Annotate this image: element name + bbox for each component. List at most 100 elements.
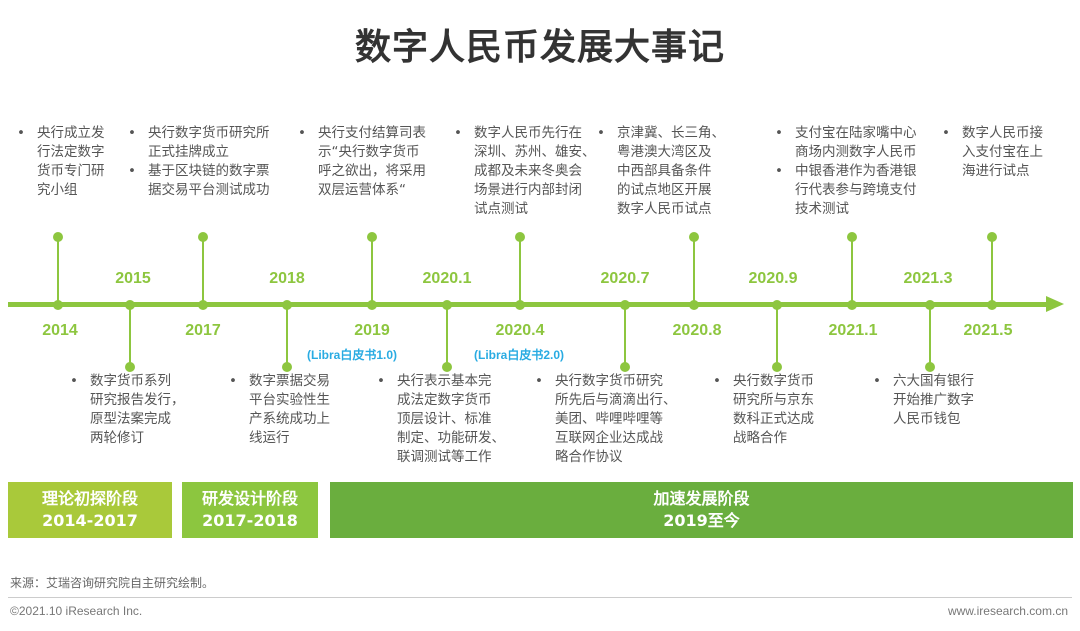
event-text-line: 原型法案完成 bbox=[90, 411, 171, 427]
axis-node bbox=[689, 300, 699, 310]
date-label: 2014 bbox=[42, 322, 78, 339]
event-text-line: 数字人民币先行在 bbox=[474, 125, 582, 141]
stage-period: 2019至今 bbox=[663, 511, 740, 530]
axis-node bbox=[987, 300, 997, 310]
event-text-line: 研究报告发行， bbox=[90, 392, 185, 408]
bullet-icon: • bbox=[128, 125, 136, 141]
event-text-line: 场景进行内部封闭 bbox=[474, 182, 582, 198]
stage-period: 2017-2018 bbox=[202, 511, 298, 530]
bullet-icon: • bbox=[535, 373, 543, 389]
stage-period: 2014-2017 bbox=[42, 511, 138, 530]
event-text-line: 产系统成功上 bbox=[249, 411, 330, 427]
event-text-line: 互联网企业达成战 bbox=[555, 430, 663, 446]
event-text-line: 开始推广数字 bbox=[893, 392, 974, 408]
stage-name: 加速发展阶段 bbox=[653, 489, 750, 508]
event-text-line: 线运行 bbox=[249, 430, 290, 446]
date-label: 2021.5 bbox=[963, 322, 1013, 339]
event-stem bbox=[693, 237, 695, 305]
event-item: •六大国有银行开始推广数字人民币钱包 bbox=[873, 372, 974, 429]
top-event: •央行支付结算司表示“央行数字货币呼之欲出，将采用双层运营体系“ bbox=[298, 124, 426, 200]
event-text-line: 人民币钱包 bbox=[893, 411, 961, 427]
top-event: •支付宝在陆家嘴中心商场内测数字人民币•中银香港作为香港银行代表参与跨境支付技术… bbox=[775, 124, 917, 219]
top-event: •数字人民币接入支付宝在上海进行试点 bbox=[942, 124, 1043, 181]
event-text-line: 商场内测数字人民币 bbox=[795, 144, 917, 160]
axis-node bbox=[198, 300, 208, 310]
date-label: 2017 bbox=[185, 322, 221, 339]
bullet-icon: • bbox=[597, 125, 605, 141]
event-text-line: 中银香港作为香港银 bbox=[795, 163, 917, 179]
event-item: •数字人民币先行在深圳、苏州、雄安、成都及未来冬奥会场景进行内部封闭试点测试 bbox=[454, 124, 596, 219]
event-stem bbox=[929, 305, 931, 367]
stage-name: 理论初探阶段 bbox=[41, 489, 138, 508]
event-text-line: 平台实验性生 bbox=[249, 392, 330, 408]
event-text-line: 双层运营体系“ bbox=[318, 182, 406, 198]
event-dot bbox=[198, 232, 208, 242]
date-label: 2018 bbox=[269, 270, 305, 287]
event-text-line: 基于区块链的数字票 bbox=[148, 163, 270, 179]
event-text-line: 央行数字货币 bbox=[733, 373, 814, 389]
axis-node bbox=[515, 300, 525, 310]
event-text-line: 顶层设计、标准 bbox=[397, 411, 492, 427]
bottom-event: •六大国有银行开始推广数字人民币钱包 bbox=[873, 372, 974, 429]
date-label: 2020.1 bbox=[422, 270, 472, 287]
event-text-line: 央行表示基本完 bbox=[397, 373, 492, 389]
date-label: 2020.4 bbox=[495, 322, 545, 339]
event-item: •支付宝在陆家嘴中心商场内测数字人民币 bbox=[775, 124, 917, 162]
timeline-arrow-icon bbox=[1046, 296, 1064, 312]
event-stem bbox=[851, 237, 853, 305]
page-title: 数字人民币发展大事记 bbox=[354, 27, 725, 68]
date-label: 2020.8 bbox=[672, 322, 722, 339]
axis-node bbox=[772, 300, 782, 310]
event-text-line: 战略合作 bbox=[733, 430, 787, 446]
event-dot bbox=[847, 232, 857, 242]
event-text-line: 究小组 bbox=[37, 182, 78, 198]
event-dot bbox=[515, 232, 525, 242]
top-event: •央行数字货币研究所正式挂牌成立• 基于区块链的数字票据交易平台测试成功 bbox=[128, 124, 270, 200]
event-text-line: 中西部具备条件 bbox=[617, 163, 712, 179]
event-item: •数字货币系列研究报告发行，原型法案完成两轮修订 bbox=[70, 372, 185, 448]
stage-1: 理论初探阶段 2014-2017 bbox=[8, 482, 172, 538]
bullet-icon: • bbox=[454, 125, 462, 141]
event-item: •数字人民币接入支付宝在上海进行试点 bbox=[942, 124, 1043, 181]
event-text-line: 行代表参与跨境支付 bbox=[795, 182, 917, 198]
event-item: •央行表示基本完成法定数字货币顶层设计、标准制定、功能研发、联调测试等工作 bbox=[377, 372, 505, 467]
event-text-line: 据交易平台测试成功 bbox=[148, 182, 270, 198]
date-label: 2021.3 bbox=[903, 270, 953, 287]
bullet-icon: • bbox=[70, 373, 78, 389]
event-text-line: 的试点地区开展 bbox=[617, 182, 712, 198]
bottom-event: • 数字票据交易平台实验性生产系统成功上线运行 bbox=[229, 372, 330, 448]
stage-2: 研发设计阶段 2017-2018 bbox=[182, 482, 318, 538]
date-label: 2020.9 bbox=[748, 270, 798, 287]
stage-name: 研发设计阶段 bbox=[201, 489, 298, 508]
copyright: ©2021.10 iResearch Inc. bbox=[10, 604, 143, 618]
event-dot bbox=[925, 362, 935, 372]
event-stem bbox=[202, 237, 204, 305]
axis-node bbox=[367, 300, 377, 310]
bottom-event: •央行数字货币研究所与京东数科正式达成战略合作 bbox=[713, 372, 814, 448]
event-text-line: 京津冀、长三角、 bbox=[617, 125, 725, 141]
event-dot bbox=[442, 362, 452, 372]
event-text-line: 正式挂牌成立 bbox=[148, 144, 229, 160]
event-text-line: 数字人民币试点 bbox=[617, 201, 712, 217]
source-note: 来源：艾瑞咨询研究院自主研究绘制。 bbox=[10, 576, 215, 590]
event-item: •央行数字货币研究所正式挂牌成立 bbox=[128, 124, 270, 162]
stage-3: 加速发展阶段 2019至今 bbox=[330, 482, 1073, 538]
event-text-line: 数字货币系列 bbox=[90, 373, 171, 389]
event-text-line: 呼之欲出，将采用 bbox=[318, 163, 426, 179]
bullet-icon: • bbox=[873, 373, 881, 389]
axis-node bbox=[282, 300, 292, 310]
event-stem bbox=[624, 305, 626, 367]
event-text-line: 成都及未来冬奥会 bbox=[474, 163, 582, 179]
event-dot bbox=[282, 362, 292, 372]
event-text-line: 央行数字货币研究 bbox=[555, 373, 663, 389]
bullet-icon: • bbox=[229, 373, 237, 389]
event-text-line: 数字票据交易 bbox=[249, 373, 330, 389]
event-item: • 数字票据交易平台实验性生产系统成功上线运行 bbox=[229, 372, 330, 448]
event-text-line: 联调测试等工作 bbox=[397, 449, 492, 465]
event-dot bbox=[987, 232, 997, 242]
footer-divider bbox=[8, 597, 1072, 598]
event-text-line: 研究所与京东 bbox=[733, 392, 814, 408]
event-text-line: 成法定数字货币 bbox=[397, 392, 492, 408]
event-text-line: 数字人民币接 bbox=[962, 125, 1043, 141]
event-item: •央行支付结算司表示“央行数字货币呼之欲出，将采用双层运营体系“ bbox=[298, 124, 426, 200]
